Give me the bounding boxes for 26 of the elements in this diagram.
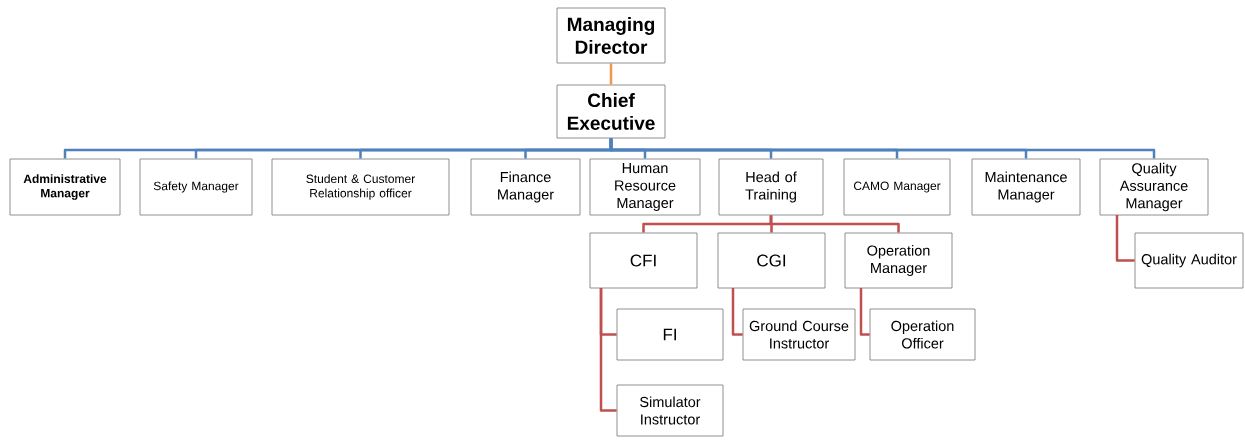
org-box: Operation Officer [869,308,976,361]
org-box: Ground Course Instructor [742,308,856,361]
connector-line [609,63,613,85]
org-box: CGI [717,232,826,289]
org-box: Administrative Manager [9,158,121,216]
org-box: Quality Assurance Manager [1099,158,1209,216]
connector-line [769,215,900,233]
connector-line [609,138,1156,159]
connector-line [859,288,870,336]
org-box: Chief Executive [556,84,666,139]
org-box: Operation Manager [844,232,953,289]
org-box: Simulator Instructor [616,384,724,437]
org-box: Student & Customer Relationship officer [271,158,450,216]
connector-line [731,288,743,336]
org-box: Head of Training [718,158,824,216]
org-box: Finance Manager [470,158,581,216]
org-box: Quality Auditor [1134,232,1244,289]
connector-line [1115,215,1135,262]
org-box: FI [616,308,724,361]
org-box: Maintenance Manager [971,158,1081,216]
org-box: Human Resource Manager [589,158,701,216]
connector-line [599,288,617,412]
org-box: Managing Director [556,7,666,64]
org-box: CFI [589,232,698,289]
org-box: CAMO Manager [843,158,951,216]
org-box: Safety Manager [139,158,253,216]
